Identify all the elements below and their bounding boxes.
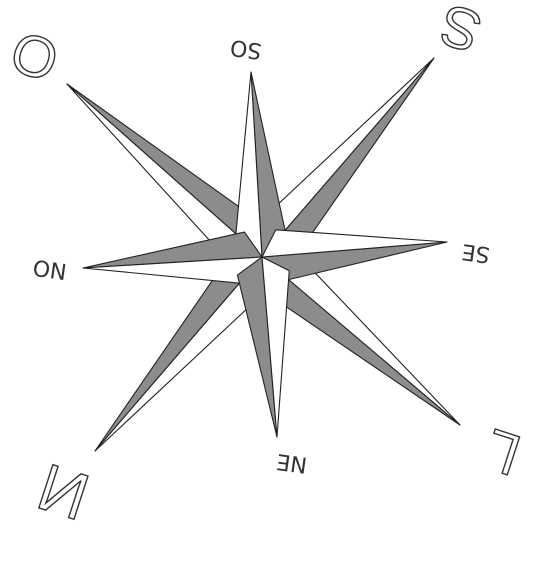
label-northeast: NE	[275, 448, 309, 477]
compass-points	[67, 58, 460, 451]
label-south: S	[432, 0, 489, 65]
label-west: O	[2, 18, 67, 95]
label-southwest-group: SO	[229, 34, 263, 63]
label-southwest: SO	[229, 34, 263, 63]
label-southeast-group: SE	[460, 238, 491, 267]
label-north: N	[29, 450, 97, 535]
label-south-group: S	[432, 0, 489, 65]
label-west-group: O	[2, 18, 67, 95]
label-north-group: N	[29, 450, 97, 535]
label-east: L	[477, 416, 528, 488]
label-northeast-group: NE	[275, 448, 309, 477]
label-east-group: L	[477, 416, 528, 488]
label-southeast: SE	[460, 238, 491, 267]
label-northwest-group: NO	[31, 254, 68, 283]
label-northwest: NO	[31, 254, 68, 283]
